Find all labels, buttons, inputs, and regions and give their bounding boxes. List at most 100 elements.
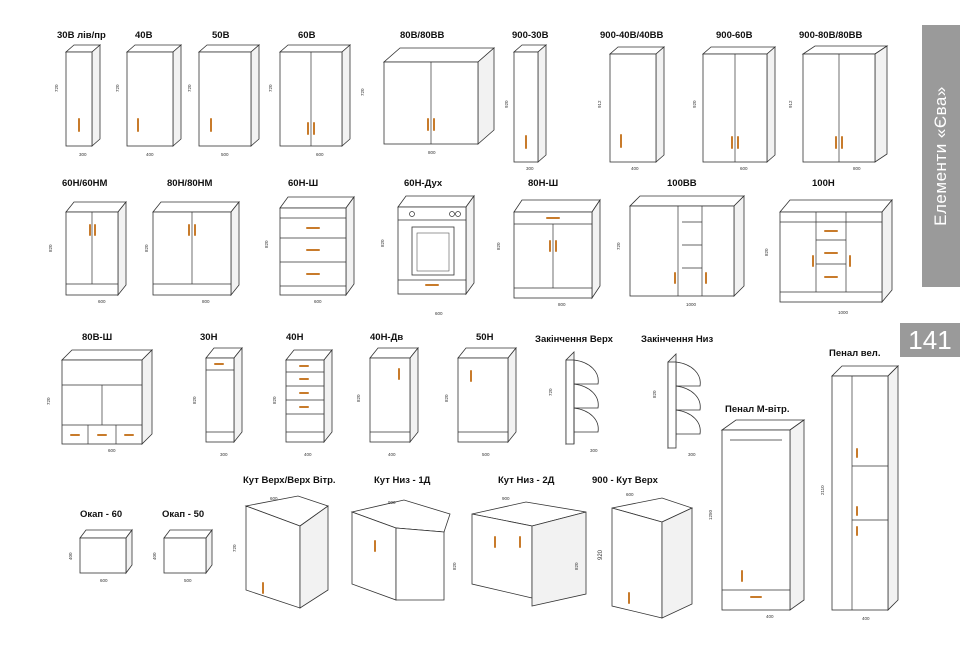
cabinet-50v: 50В 720 500 [187, 30, 261, 157]
width-label: 300 [526, 166, 534, 171]
width-label: 600 [314, 299, 322, 304]
cabinet-title: 80Н-Ш [528, 178, 558, 189]
width-label: 600 [316, 152, 324, 157]
height-label: 820 [192, 396, 197, 404]
cabinet-title: 30Н [200, 332, 218, 343]
height-label: 2110 [820, 485, 825, 495]
height-label: 400 [152, 552, 157, 560]
cabinet-title: 40В [135, 30, 153, 41]
cabinet-title: 900-30В [512, 30, 549, 41]
height-label: 820 [652, 390, 657, 398]
width-label: 300 [688, 452, 696, 457]
width-label: 600 [626, 492, 634, 497]
width-label: 400 [304, 452, 312, 457]
height-label: 720 [187, 84, 192, 92]
height-label: 820 [356, 394, 361, 402]
cabinet-title: 50Н [476, 332, 494, 343]
cabinet-title: 100ВВ [667, 178, 697, 189]
cabinet-80n-sh: 80Н-Ш 820 800 [496, 178, 601, 307]
cabinet-40n: 40Н 820 400 [272, 332, 333, 457]
height-label: 820 [496, 242, 501, 250]
width-label: 300 [220, 452, 228, 457]
height-label: 720 [232, 544, 237, 552]
height-label: 400 [68, 552, 73, 560]
cabinet-title: 60Н/60НМ [62, 178, 107, 189]
cabinet-40n-dv: 40Н-Дв 820 400 [356, 332, 419, 457]
height-label: 820 [452, 562, 457, 570]
cabinet-title: 60В [298, 30, 316, 41]
cabinet-okap50: Окап - 50 400 500 [152, 509, 213, 583]
cabinet-900-40v: 900-40В/40ВВ 912 400 [597, 30, 666, 171]
cabinet-title: 100Н [812, 178, 835, 189]
cabinet-penal-vel: Пенал вел. 2110 400 [820, 348, 899, 621]
section-title: Елементи «Єва» [931, 86, 950, 226]
cabinet-60n-sh: 60Н-Ш 820 600 [264, 178, 355, 304]
cabinet-100vv: 100ВВ 720 1000 [616, 178, 745, 307]
section-side-tab: Елементи «Єва» [922, 25, 960, 287]
width-label: 500 [184, 578, 192, 583]
width-label: 400 [146, 152, 154, 157]
cabinet-title: 80В-Ш [82, 332, 112, 343]
width-label: 600 [108, 448, 116, 453]
width-label: 800 [202, 299, 210, 304]
width-label: 400 [388, 452, 396, 457]
cabinet-title: Кут Низ - 1Д [374, 475, 431, 486]
width-label: 400 [631, 166, 639, 171]
cabinet-okap60: Окап - 60 400 600 [68, 509, 133, 583]
cabinet-title: 900-60В [716, 30, 753, 41]
height-label: 720 [548, 388, 553, 396]
height-label: 820 [264, 240, 269, 248]
cabinet-30n: 30Н 820 300 [192, 332, 243, 457]
cabinet-title: 80В/80ВВ [400, 30, 444, 41]
width-label: 1000 [838, 310, 849, 315]
cabinet-50n: 50Н 820 500 [444, 332, 517, 457]
cabinet-title: 900 - Кут Верх [592, 475, 659, 486]
cabinet-title: Окап - 50 [162, 509, 204, 520]
cabinet-title: 60Н-Дух [404, 178, 443, 189]
cabinet-60v: 60В 720 600 [268, 30, 352, 157]
cabinet-title: 60Н-Ш [288, 178, 318, 189]
height-label: 820 [444, 394, 449, 402]
width-label: 500 [221, 152, 229, 157]
width-label: 800 [853, 166, 861, 171]
height-label: 912 [788, 100, 793, 108]
height-label: 912 [597, 100, 602, 108]
height-label: 720 [616, 242, 621, 250]
width-label: 600 [435, 311, 443, 316]
height-label: 1250 [708, 509, 713, 520]
cabinet-title: Закінчення Верх [535, 334, 614, 345]
cabinet-900-60v: 900-60В 920 600 [692, 30, 777, 171]
width-label: 300 [79, 152, 87, 157]
cabinet-penal-m: Пенал М-вітр. 1250 400 [708, 404, 806, 619]
height-label: 920 [598, 549, 604, 560]
cabinet-80v: 80В/80ВВ 720 800 [360, 30, 496, 155]
height-label: 920 [692, 100, 697, 108]
cabinet-end-top: Закінчення Верх 720 300 [535, 334, 614, 453]
height-label: 720 [46, 397, 51, 405]
cabinet-40v: 40В 720 400 [115, 30, 183, 157]
width-label: 800 [558, 302, 566, 307]
cabinet-title: Кут Верх/Верх Вітр. [243, 475, 336, 486]
cabinet-title: Закінчення Низ [641, 334, 714, 345]
height-label: 820 [48, 244, 53, 252]
width-label: 1000 [686, 302, 697, 307]
width-label: 300 [590, 448, 598, 453]
cabinet-title: Пенал М-вітр. [725, 404, 789, 415]
height-label: 720 [115, 84, 120, 92]
cabinet-60n-dukh: 60Н-Дух 820 600 [380, 178, 475, 316]
height-label: 720 [54, 84, 59, 92]
cabinet-title: 900-80В/80ВВ [799, 30, 863, 41]
cabinet-80v-sh: 80В-Ш 720 600 [46, 332, 153, 453]
width-label: 400 [766, 614, 774, 619]
cabinet-title: Окап - 60 [80, 509, 122, 520]
height-label: 820 [764, 248, 769, 256]
width-label: 500 [482, 452, 490, 457]
height-label: 820 [272, 396, 277, 404]
width-label: 800 [428, 150, 436, 155]
cabinet-end-bottom: Закінчення Низ 820 300 [641, 334, 714, 457]
cabinet-kut-niz-2d: Кут Низ - 2Д 820 900 [471, 475, 587, 607]
cabinet-title: 80Н/80НМ [167, 178, 212, 189]
cabinet-title: Кут Низ - 2Д [498, 475, 555, 486]
cabinet-title: 900-40В/40ВВ [600, 30, 664, 41]
